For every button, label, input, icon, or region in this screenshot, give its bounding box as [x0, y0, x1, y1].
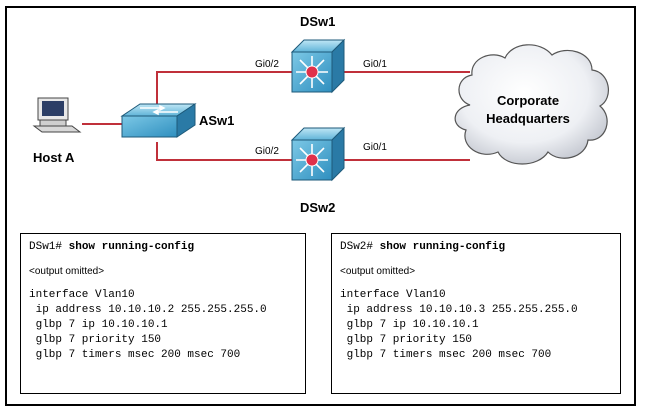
dsw2-config-line: interface Vlan10 [340, 289, 446, 301]
dsw1-config-line: glbp 7 ip 10.10.10.1 [29, 319, 168, 331]
dsw2-port-gi0-2: Gi0/2 [255, 146, 279, 157]
dsw2-config-line: glbp 7 ip 10.10.10.1 [340, 319, 479, 331]
asw1-switch-icon [120, 103, 197, 138]
dsw1-port-gi0-2: Gi0/2 [255, 59, 279, 70]
dsw1-config-line: glbp 7 timers msec 200 msec 700 [29, 349, 241, 361]
cloud-label: Corporate Headquarters [478, 92, 578, 128]
dsw1-label: DSw1 [300, 14, 336, 29]
dsw2-command: show running-config [379, 241, 506, 253]
dsw1-config-header: DSw1# show running-config [29, 240, 297, 255]
dsw2-port-gi0-1: Gi0/1 [363, 142, 387, 153]
dsw2-config-line: ip address 10.10.10.3 255.255.255.0 [340, 304, 578, 316]
dsw2-config-header: DSw2# show running-config [340, 240, 612, 255]
dsw2-config-line: glbp 7 priority 150 [340, 334, 473, 346]
corporate-headquarters-cloud-icon [454, 44, 609, 165]
dsw2-config-box: DSw2# show running-config <output omitte… [331, 233, 621, 394]
dsw2-output-omitted: <output omitted> [340, 266, 416, 277]
asw1-label: ASw1 [199, 113, 235, 128]
network-topology [32, 38, 609, 182]
dsw1-config-box: DSw1# show running-config <output omitte… [20, 233, 306, 394]
dsw1-prompt: DSw1# [29, 241, 63, 253]
dsw1-command: show running-config [68, 241, 195, 253]
dsw2-switch-icon [290, 126, 346, 182]
dsw1-config-line: interface Vlan10 [29, 289, 135, 301]
dsw1-switch-icon [290, 38, 346, 94]
cloud-label-line-1: Corporate [496, 93, 560, 108]
dsw2-prompt: DSw2# [340, 241, 374, 253]
dsw1-config-line: ip address 10.10.10.2 255.255.255.0 [29, 304, 267, 316]
links [82, 71, 470, 161]
link-asw1-dsw1 [156, 71, 292, 107]
dsw1-config-line: glbp 7 priority 150 [29, 334, 162, 346]
cloud-label-line-2: Headquarters [486, 111, 570, 126]
host-a-icon [32, 97, 82, 133]
dsw1-output-omitted: <output omitted> [29, 266, 105, 277]
host-a-label: Host A [33, 150, 75, 165]
dsw2-label: DSw2 [300, 200, 336, 215]
dsw1-port-gi0-1: Gi0/1 [363, 59, 387, 70]
dsw2-config-line: glbp 7 timers msec 200 msec 700 [340, 349, 552, 361]
link-asw1-dsw2 [156, 142, 292, 161]
